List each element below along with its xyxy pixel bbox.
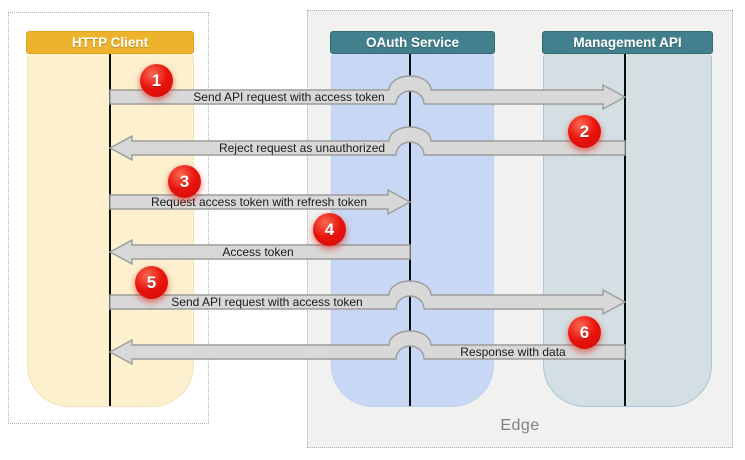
actor-header-http-client: HTTP Client bbox=[26, 31, 194, 54]
step-badge-5: 5 bbox=[135, 266, 168, 299]
step-badge-6: 6 bbox=[568, 316, 601, 349]
message-label-5: Send API request with access token bbox=[171, 295, 363, 309]
step-badge-1: 1 bbox=[140, 64, 173, 97]
lifeline-management-api bbox=[624, 54, 626, 406]
actor-header-oauth-service: OAuth Service bbox=[330, 31, 495, 54]
step-badge-3: 3 bbox=[168, 165, 201, 198]
step-badge-4: 4 bbox=[313, 213, 346, 246]
actor-name: Management API bbox=[573, 35, 682, 50]
lane-management-api bbox=[543, 54, 712, 407]
edge-region-label: Edge bbox=[500, 417, 540, 434]
actor-header-management-api: Management API bbox=[542, 31, 713, 54]
message-label-6: Response with data bbox=[460, 345, 566, 359]
message-label-1: Send API request with access token bbox=[193, 90, 385, 104]
lifeline-http-client bbox=[109, 54, 111, 406]
message-label-2: Reject request as unauthorized bbox=[218, 141, 386, 155]
actor-name: HTTP Client bbox=[71, 35, 149, 50]
lifeline-oauth-service bbox=[409, 54, 411, 406]
step-badge-2: 2 bbox=[568, 115, 601, 148]
actor-name: OAuth Service bbox=[365, 35, 460, 50]
message-label-4: Access token bbox=[222, 245, 294, 259]
